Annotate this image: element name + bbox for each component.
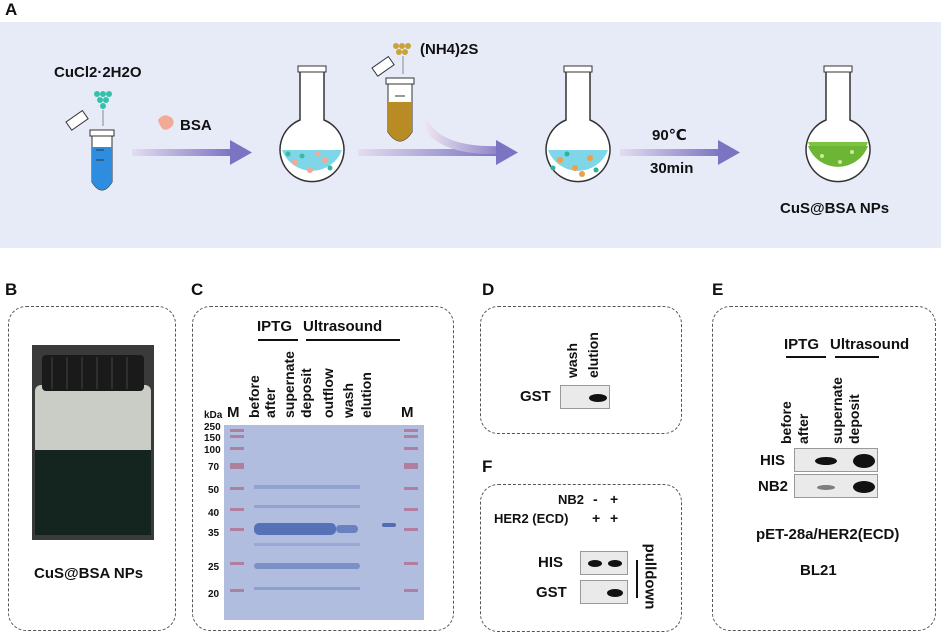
f-row-his: HIS [538, 554, 564, 571]
e-strain: BL21 [800, 562, 837, 579]
f-blot-gst [580, 580, 628, 604]
e-group-ultrasound: Ultrasound [830, 336, 910, 353]
c-mw-20: 20 [208, 589, 220, 600]
reagent-cucl2-label: CuCl2·2H2O [54, 64, 142, 81]
e-blot-his [794, 448, 878, 472]
product-label: CuS@BSA NPs [780, 200, 890, 217]
f-row-her2: HER2 (ECD) [494, 511, 569, 526]
c-mw-25: 25 [208, 562, 220, 573]
e-band-nb2-deposit [853, 481, 875, 493]
c-mw-35: 35 [208, 528, 220, 539]
c-lane-before: before [246, 375, 262, 418]
c-lane-elution: elution [358, 372, 374, 418]
c-marker-label-left: M [227, 404, 240, 421]
f-nb2-sign-1: - [593, 491, 598, 507]
tube-nh4s-icon [371, 55, 415, 142]
c-ultrasound-bar [306, 339, 400, 341]
f-row-nb2: NB2 [558, 492, 585, 507]
e-band-nb2-after [817, 485, 835, 490]
synthesis-schematic [65, 43, 871, 191]
c-group-iptg: IPTG [257, 318, 293, 335]
e-lane-after: after [795, 413, 811, 444]
bsa-protein-icon [158, 115, 174, 130]
f-band-gst-2 [607, 589, 623, 597]
c-mw-70: 70 [208, 462, 220, 473]
d-row-gst: GST [520, 388, 551, 405]
e-lane-supernate: supernate [829, 377, 845, 444]
e-iptg-bar [786, 356, 826, 358]
f-pulldown-bar [636, 560, 638, 598]
e-band-his-deposit [853, 454, 875, 468]
sds-page-gel [224, 425, 424, 620]
panel-f-box [480, 484, 682, 632]
flask-3-icon [805, 65, 871, 183]
e-plasmid: pET-28a/HER2(ECD) [756, 526, 900, 543]
tube-cucl2-icon [65, 109, 115, 191]
d-band-elution [589, 394, 607, 402]
c-lane-deposit: deposit [298, 368, 314, 418]
panel-label-b: B [5, 280, 18, 299]
e-lane-deposit: deposit [846, 394, 862, 444]
f-band-his-2 [608, 560, 622, 567]
flask-2-icon [545, 65, 611, 183]
panel-b-caption: CuS@BSA NPs [34, 565, 144, 582]
c-kda-label: kDa [204, 410, 223, 421]
schematic-background [0, 22, 941, 248]
c-lane-after: after [262, 387, 278, 418]
c-mw-50: 50 [208, 485, 220, 496]
nh4s-powder-icon [393, 43, 411, 55]
panel-d-box [480, 306, 682, 434]
d-lane-elution: elution [585, 332, 601, 378]
panel-label-f: F [482, 457, 493, 476]
reagent-bsa-label: BSA [180, 117, 212, 134]
e-row-nb2: NB2 [758, 478, 789, 495]
f-band-his-1 [588, 560, 602, 567]
c-group-ultrasound: Ultrasound [303, 318, 383, 335]
e-band-his-after [815, 457, 837, 465]
f-nb2-sign-2: + [610, 491, 619, 507]
c-mw-250: 250 [204, 422, 221, 433]
panel-label-e: E [712, 280, 724, 299]
e-row-his: HIS [760, 452, 786, 469]
f-her2-sign-2: + [610, 510, 619, 526]
vial-photo [32, 345, 154, 540]
c-lane-supernate: supernate [281, 351, 297, 418]
reaction-temperature: 90℃ [652, 127, 687, 144]
c-marker-label-right: M [401, 404, 414, 421]
c-mw-100: 100 [204, 445, 221, 456]
c-iptg-bar [258, 339, 298, 341]
c-mw-40: 40 [208, 508, 220, 519]
reagent-nh4s-label: (NH4)2S [420, 41, 479, 58]
panel-label-c: C [191, 280, 204, 299]
c-lane-outflow: outflow [320, 368, 336, 418]
f-row-gst: GST [536, 584, 567, 601]
panel-b-box [8, 306, 176, 631]
c-lane-wash: wash [340, 382, 356, 418]
panel-c-box [192, 306, 454, 631]
f-pulldown-label: pulldown [641, 543, 659, 610]
c-mw-150: 150 [204, 433, 221, 444]
flask-1-icon [279, 65, 345, 183]
e-ultrasound-bar [835, 356, 879, 358]
e-group-iptg: IPTG [784, 336, 820, 353]
e-lane-before: before [778, 401, 794, 444]
reaction-time: 30min [650, 160, 694, 177]
e-blot-nb2 [794, 474, 878, 498]
f-blot-his [580, 551, 628, 575]
cucl2-powder-icon [94, 91, 112, 109]
panel-e-box [712, 306, 936, 631]
panel-label-a: A [5, 0, 18, 19]
d-blot-gst [560, 385, 610, 409]
f-her2-sign-1: + [592, 510, 601, 526]
d-lane-wash: wash [564, 342, 580, 378]
panel-label-d: D [482, 280, 495, 299]
